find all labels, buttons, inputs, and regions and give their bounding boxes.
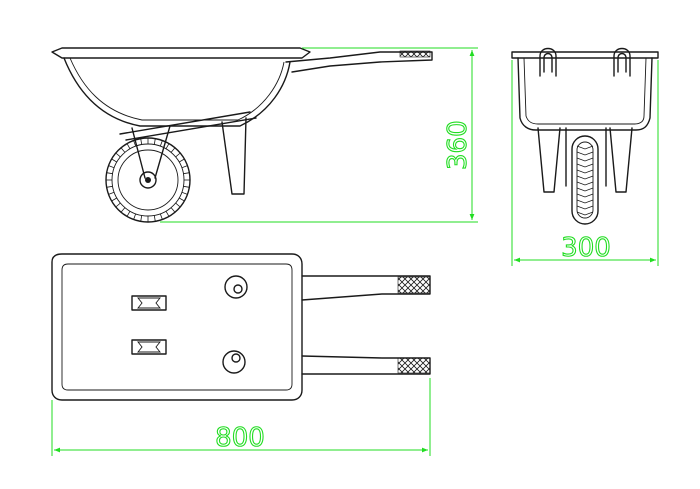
front-tire-tread [576,187,594,192]
front-tire-tread [576,193,594,198]
top-bracket-upper [131,295,167,311]
front-tire-tread [576,205,594,210]
tire-tread [179,158,185,163]
tire-tread [120,207,126,213]
front-handle-right [613,47,631,77]
top-handle-upper [301,275,431,301]
tire-tread [153,138,156,145]
tire-tread [111,197,117,202]
tire-tread [165,211,170,217]
side-handle-grip [399,50,431,58]
tire-tread [111,158,117,163]
side-wheel [105,137,191,223]
dimension-height-label: 360 [443,120,473,170]
dimension-width-label: 300 [561,233,611,263]
front-tire-tread [576,151,594,156]
tire-tread [126,211,131,217]
tire-tread [120,147,126,153]
dimension-width: 300 [511,60,659,266]
front-tire-tread [576,211,594,216]
front-tire-tread [576,157,594,162]
side-leg [221,117,247,195]
front-leg-left [537,127,561,193]
tire-tread [159,213,163,220]
tire-tread [179,197,185,202]
tire-tread [183,172,190,175]
tire-tread [170,147,176,153]
top-bolt-upper [224,275,248,299]
tire-tread [108,191,115,195]
front-tray-rim [511,51,659,59]
tire-tread [175,202,181,208]
tire-tread [106,172,113,175]
top-tray-outline [51,253,303,401]
tire-tread [140,138,143,145]
side-handle [285,51,433,73]
front-tire-tread [576,169,594,174]
tire-tread [181,191,188,195]
tire-tread [175,152,181,158]
top-grip-upper [397,276,431,294]
front-tray-body [517,57,653,131]
front-handle-left [539,47,557,77]
top-bolt-lower [222,350,246,374]
tire-tread [133,140,137,147]
top-grip-lower [397,357,431,374]
front-tire-tread [576,181,594,186]
front-tire-tread [576,199,594,204]
tire-tread [183,185,190,188]
tire-tread [133,213,137,220]
tire-tread [126,143,131,149]
tire-tread [170,207,176,213]
tire-tread [106,185,113,188]
tire-tread [153,215,156,222]
side-view [51,47,433,223]
front-tire-tread [576,163,594,168]
tire-tread [159,140,163,147]
front-view [511,47,659,225]
tire-tread [115,152,121,158]
side-tray-body [63,57,291,127]
tire-tread [115,202,121,208]
front-tire-tread [576,145,594,150]
front-tire-tread [576,175,594,180]
front-leg-right [609,127,633,193]
tire-tread [140,215,143,222]
top-tray-inner [61,263,293,391]
side-wheel-fork [131,125,171,179]
dimension-length-label: 800 [215,423,265,453]
dimension-height: 360 [160,47,478,223]
top-bracket-lower [131,339,167,355]
side-tray-rim [51,47,311,59]
tire-tread [108,165,115,169]
top-view [51,253,431,401]
dimension-length: 800 [51,378,431,456]
tire-tread [181,165,188,169]
tire-tread [165,143,170,149]
front-wheel [571,135,599,225]
